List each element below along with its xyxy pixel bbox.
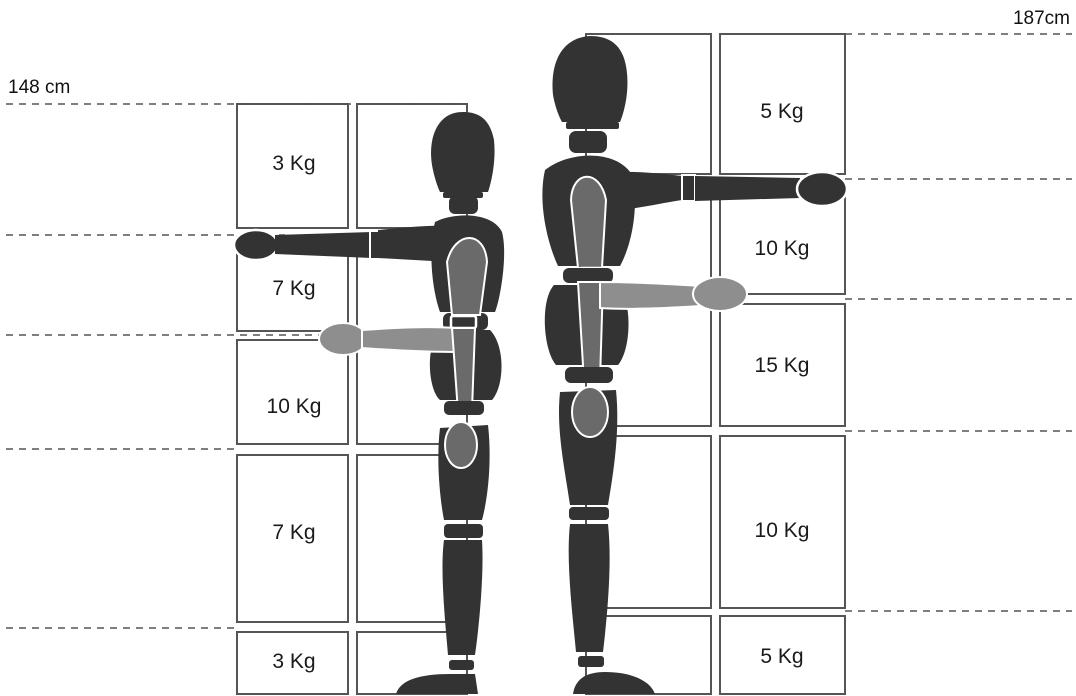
highlighted-upper-arm (447, 238, 487, 315)
weight-label: 10 Kg (267, 395, 322, 418)
weight-label: 3 Kg (272, 650, 315, 673)
weight-label: 10 Kg (755, 237, 810, 260)
short-height-label: 148 cm (8, 77, 70, 98)
height-guides (6, 34, 1072, 628)
neck (449, 196, 478, 214)
knee-highlight (572, 387, 608, 437)
shelf-box (237, 340, 348, 444)
weight-label: 7 Kg (272, 277, 315, 300)
weight-label: 5 Kg (760, 645, 803, 668)
neck (569, 131, 607, 153)
highlighted-upper-arm (571, 177, 606, 268)
head-shape (552, 36, 627, 122)
tall-height-label: 187cm (1013, 8, 1070, 29)
weight-label: 5 Kg (760, 100, 803, 123)
weight-label: 7 Kg (272, 521, 315, 544)
weight-label: 15 Kg (755, 354, 810, 377)
lower-leg (569, 524, 610, 652)
weight-label: 10 Kg (755, 519, 810, 542)
head-shape (431, 112, 495, 192)
chin (566, 122, 619, 129)
lower-leg (443, 540, 483, 655)
weight-label: 3 Kg (272, 152, 315, 175)
knee-highlight (445, 422, 477, 468)
waist (563, 268, 613, 283)
